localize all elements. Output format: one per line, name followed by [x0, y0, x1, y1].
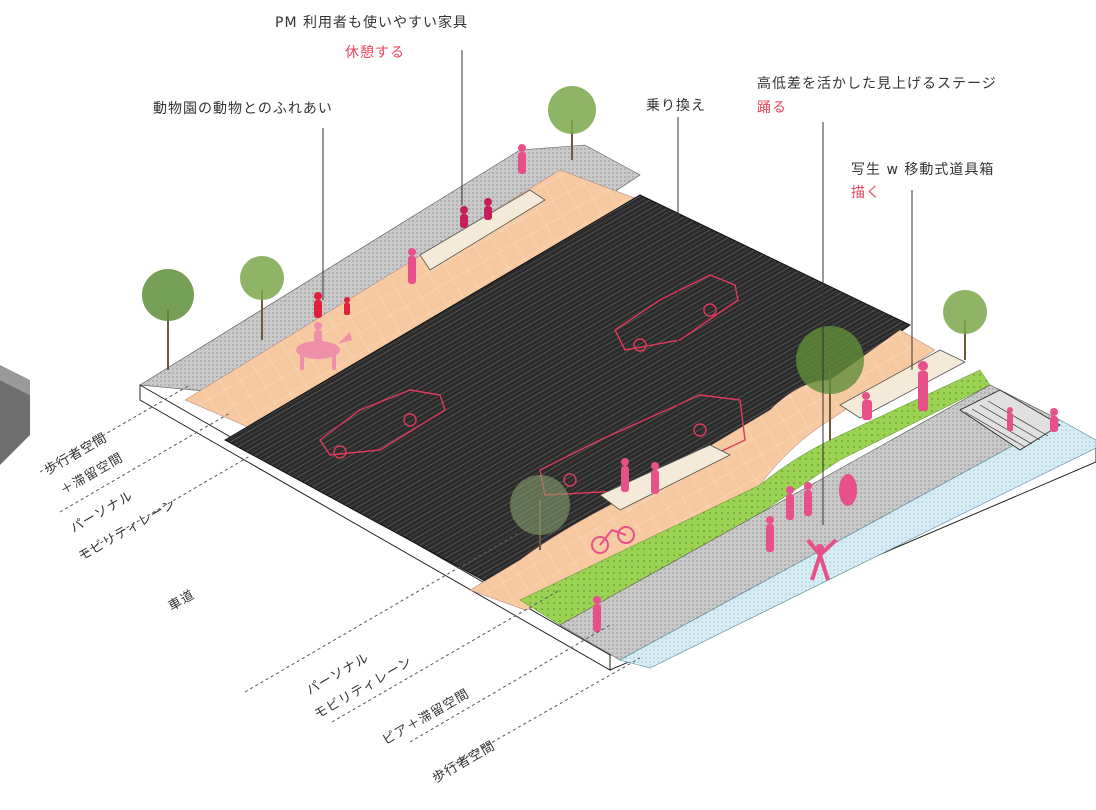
person-icon	[862, 361, 928, 420]
person-icon	[621, 458, 659, 494]
tree-icon	[142, 269, 194, 370]
person-icon	[518, 144, 526, 174]
bench-icon	[599, 444, 731, 511]
grass-strip	[519, 369, 991, 626]
zone-dashed-lines	[39, 384, 641, 773]
callout-stage-action: 踊る	[757, 100, 787, 116]
person-icon	[314, 292, 350, 318]
callout-stage-title: 高低差を活かした見上げるステージ	[757, 76, 997, 92]
bench-icon	[839, 349, 966, 419]
callout-sketch-title: 写生 w 移動式道具箱	[851, 162, 995, 178]
person-icon	[408, 248, 416, 284]
left-edge-block	[0, 365, 30, 465]
callout-zoo-title: 動物園の動物とのふれあい	[153, 101, 333, 117]
road-surface	[223, 194, 911, 601]
bench-icon	[419, 189, 546, 271]
pier-water-area	[619, 419, 1096, 669]
person-icon	[1007, 407, 1058, 432]
callout-pm-furniture-title: PM 利用者も使いやすい家具	[275, 15, 468, 31]
tree-icon	[548, 86, 596, 160]
tree-icon	[510, 475, 570, 550]
bicycle-icon	[591, 526, 635, 554]
callout-pm-furniture-action: 休憩する	[345, 45, 405, 61]
car-outline-icon	[319, 389, 446, 459]
horse-rider-icon	[296, 322, 352, 370]
tree-icon	[943, 290, 987, 360]
tree-icon	[796, 326, 864, 440]
callout-transfer-title: 乗り換え	[646, 98, 706, 114]
callout-leader-lines	[322, 50, 913, 525]
person-icon	[766, 474, 857, 581]
callout-sketch-action: 描く	[851, 185, 881, 201]
person-icon	[460, 198, 492, 228]
car-outline-icon	[614, 274, 739, 352]
person-icon	[593, 596, 601, 632]
tree-icon	[240, 256, 284, 340]
